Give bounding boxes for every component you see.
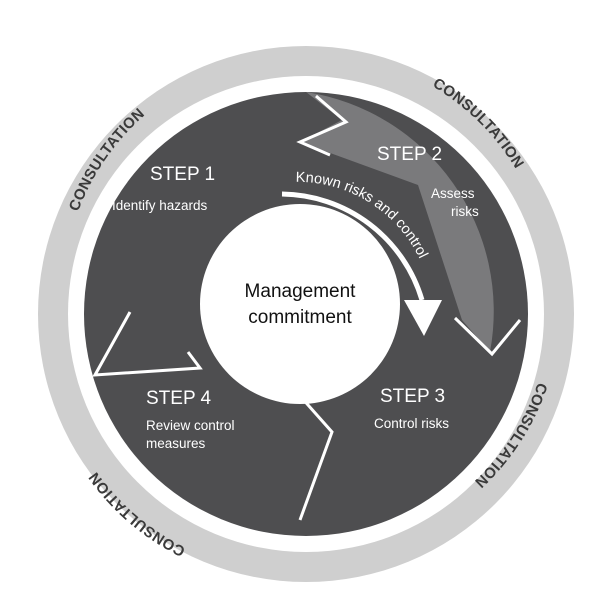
known-risks-arrow-band	[281, 191, 425, 301]
step-2-desc-line1: Assess	[431, 186, 475, 201]
step-1-title: STEP 1	[150, 164, 215, 185]
known-risks-arrow-head	[404, 300, 442, 336]
step-separator-left	[92, 311, 203, 377]
step-separator-top	[296, 94, 349, 157]
step-1-desc: Identify hazards	[112, 198, 208, 213]
center-circle	[200, 204, 400, 404]
step-4-title: STEP 4	[146, 388, 212, 409]
step-separator-right	[453, 316, 522, 357]
step-4-desc-line2: measures	[146, 436, 206, 451]
step-3-title: STEP 3	[380, 386, 445, 407]
center-text-line2: commitment	[248, 307, 352, 328]
step-2-segment	[300, 92, 494, 352]
center-text-line1: Management	[245, 281, 357, 302]
step-2-desc-line2: risks	[451, 204, 479, 219]
step-4-desc-line1: Review control	[146, 418, 235, 433]
step-2-title: STEP 2	[377, 144, 442, 165]
step-3-desc: Control risks	[374, 416, 449, 431]
